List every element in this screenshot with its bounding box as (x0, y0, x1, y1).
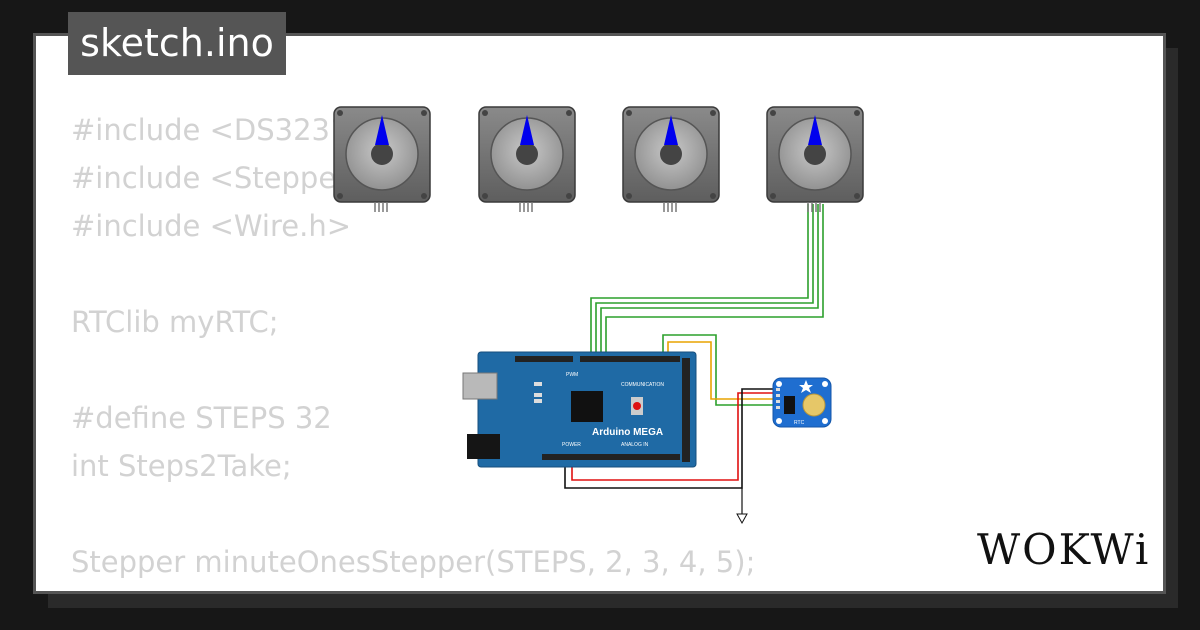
coin-cell (802, 393, 826, 417)
stepper-motor-2 (478, 106, 576, 212)
communication-label: COMMUNICATION (621, 382, 664, 388)
mcu-chip (571, 391, 603, 422)
frame-shadow-bottom (48, 594, 1178, 608)
wokwi-wordmark: WOKWi (977, 525, 1150, 574)
preview-card: #include <DS3231.h> #include <Stepper.h>… (33, 33, 1166, 594)
motor-wires (590, 204, 824, 358)
rtc-label: RTC (794, 420, 805, 426)
code-line: Stepper minuteOnesStepper(STEPS, 2, 3, 4… (71, 545, 756, 579)
power-label: POWER (562, 442, 581, 448)
frame-shadow-right (1166, 48, 1178, 608)
wire-sda (662, 334, 776, 406)
power-jack (467, 434, 500, 459)
usb-port (462, 372, 498, 400)
code-line: int Steps2Take; (71, 449, 292, 483)
wokwi-logo: WOKWi (977, 525, 1150, 574)
arduino-mega-board: Arduino MEGA PWM COMMUNICATION POWER ANA… (462, 351, 697, 468)
board-name: Arduino MEGA (592, 427, 663, 438)
stepper-motor-1 (333, 106, 431, 212)
header-right (682, 358, 690, 462)
rtc-module: RTC (772, 377, 832, 428)
code-line: #define STEPS 32 (71, 401, 332, 435)
stepper-motor-3 (622, 106, 720, 212)
file-title-badge: sketch.ino (68, 12, 286, 75)
analog-label: ANALOG IN (621, 442, 649, 448)
reset-button-cap (633, 402, 641, 410)
stepper-motor-4 (766, 106, 864, 212)
header-bottom (542, 454, 680, 460)
wire-scl (667, 341, 776, 400)
code-line: #include <Wire.h> (71, 209, 352, 243)
code-line: RTClib myRTC; (71, 305, 279, 339)
wire-vcc (571, 392, 776, 481)
header-top (580, 356, 680, 362)
ground-symbol (736, 513, 748, 525)
header-top-left (515, 356, 573, 362)
pwm-label: PWM (566, 372, 578, 378)
